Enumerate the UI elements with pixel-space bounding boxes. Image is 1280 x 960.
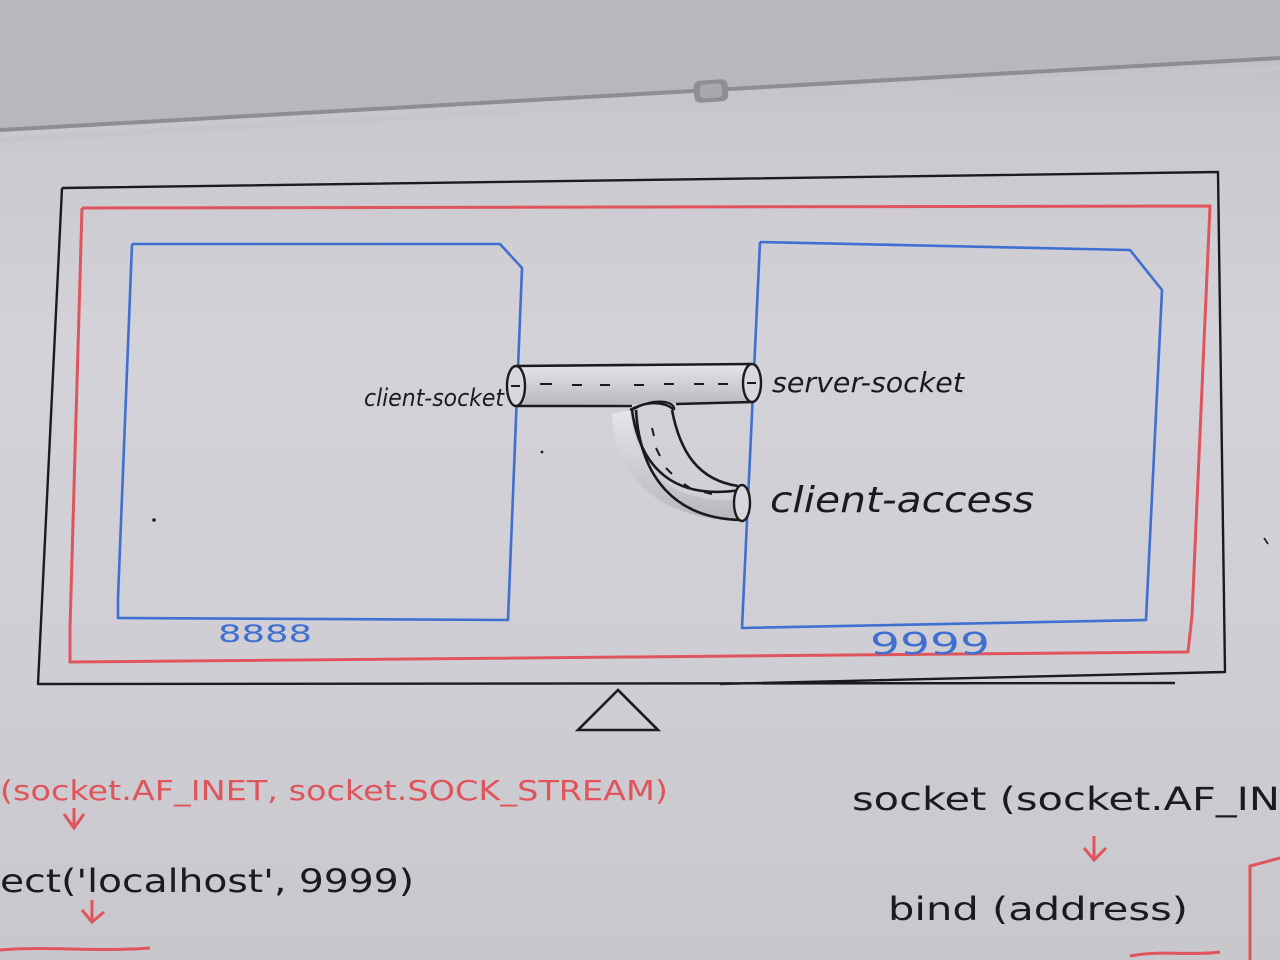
client-socket-label: client-socket — [364, 384, 505, 412]
left-note-line2: ect('localhost', 9999) — [0, 862, 414, 900]
marker-dot — [540, 450, 544, 454]
marker-dot — [1263, 537, 1269, 545]
down-arrow — [80, 900, 105, 925]
left-blue-box — [116, 242, 524, 622]
client-access-label: client-access — [770, 480, 1034, 521]
red-scribble — [0, 946, 151, 952]
red-box — [68, 204, 1212, 664]
right-note-line1: socket (socket.AF_IN — [852, 780, 1280, 818]
left-port-label: 8888 — [218, 620, 312, 648]
triangle-shape — [574, 688, 662, 732]
down-arrow — [62, 808, 86, 831]
right-note-line2: bind (address) — [888, 890, 1188, 928]
right-blue-box — [740, 240, 1164, 630]
red-box-corner — [1248, 856, 1280, 960]
outer-black-box — [36, 170, 1227, 686]
board-clip — [693, 79, 729, 103]
server-socket-label: server-socket — [772, 366, 965, 399]
marker-dot — [152, 518, 156, 522]
right-port-label: 9999 — [870, 627, 990, 662]
socket-pipe — [505, 362, 763, 408]
board-top-edge — [0, 56, 1280, 132]
wall-background — [0, 0, 1280, 128]
down-arrow — [1082, 836, 1108, 863]
left-note-line1: (socket.AF_INET, socket.SOCK_STREAM) — [0, 774, 668, 807]
board-frame-shadow — [0, 65, 1280, 143]
client-access-pipe — [612, 400, 752, 523]
red-scribble — [1129, 950, 1221, 958]
